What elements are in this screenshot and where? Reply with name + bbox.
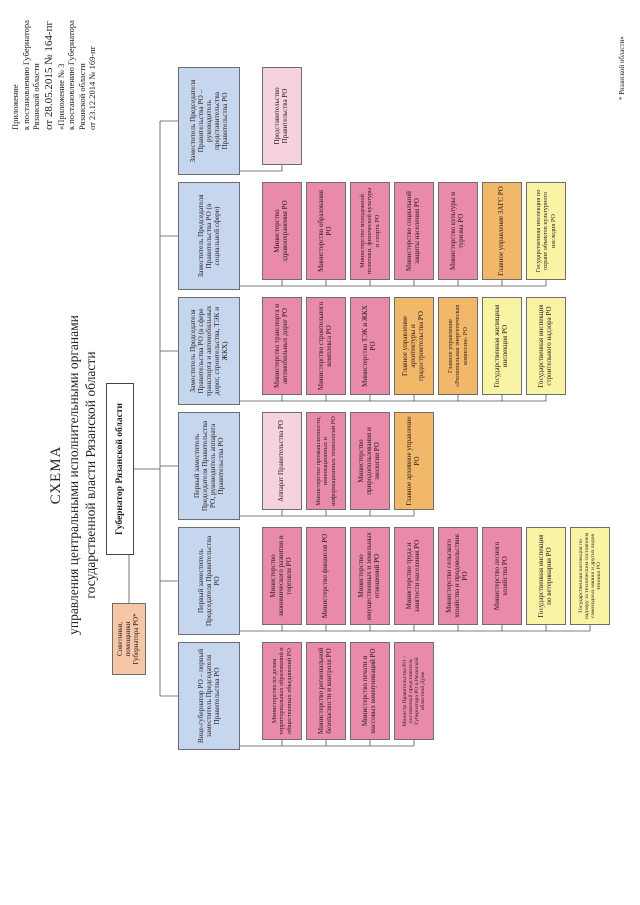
footnote: * Рязанской области» [618,36,626,100]
org-unit-2-0: Аппарат Правительства РО [262,412,302,510]
org-unit-1-4: Министерство сельского хозяйства и продо… [438,527,478,625]
org-unit-3-3: Главное управление архитектуры и градост… [394,297,434,395]
org-unit-4-6: Государственная инспекция по охране объе… [526,182,566,280]
advisors-box: Советники, помощники Губернатора РО* [112,603,146,675]
org-unit-4-5: Главное управление ЗАГС РО [482,182,522,280]
header-line-7: Рязанской области [76,63,87,130]
header-line-2: к постановлению Губернатора [20,20,31,130]
org-unit-1-3: Министерство труда и занятости населения… [394,527,434,625]
org-unit-3-2: Министерство ТЭК и ЖКХ РО [350,297,390,395]
org-unit-0-2: Министерство печати и массовых коммуника… [350,642,390,740]
column-head-2: Первый заместитель Председателя Правител… [178,412,240,520]
org-unit-1-6: Государственная инспекция по ветеринарии… [526,527,566,625]
org-unit-1-1: Министерство финансов РО [306,527,346,625]
title-line-1: СХЕМА [48,445,64,505]
org-unit-4-4: Министерство культуры и туризма РО [438,182,478,280]
header-line-4: от 28.05.2015 № 164-пг [42,21,55,130]
scheme-title: СХЕМА управления центральными исполнител… [48,245,99,705]
org-unit-1-7: Государственная инспекция по надзору за … [570,527,610,625]
org-unit-3-5: Государственная жилищная инспекция РО [482,297,522,395]
column-head-0: Вице-губернатор РО – первый заместитель … [178,642,240,750]
header-line-8: от 23.12.2014 № 169-пг [87,45,97,130]
org-unit-0-3: Министр Правительства РО – постоянный пр… [394,642,434,740]
org-unit-5-0: Представительство Правительства РО [262,67,302,165]
org-unit-3-0: Министерство транспорта и автомобильных … [262,297,302,395]
header-line-3: Рязанской области [31,63,41,130]
column-head-5: Заместитель Председателя Правительства Р… [178,67,240,175]
org-unit-4-3: Министерство социальной защиты населения… [394,182,434,280]
title-line-3: государственной власти Рязанской области [83,351,98,599]
org-unit-0-1: Министерство региональной безопасности и… [306,642,346,740]
org-unit-3-4: Главное управление «Региональная энергет… [438,297,478,395]
title-line-2: управления центральными исполнительными … [66,315,81,635]
governor-box: Губернатор Рязанской области [106,383,134,555]
org-unit-1-5: Министерство лесного хозяйства РО [482,527,522,625]
org-unit-0-0: Министерство по делам территориальных об… [262,642,302,740]
column-head-1: Первый заместитель Председателя Правител… [178,527,240,635]
appendix-header: Приложение к постановлению Губернатора Р… [10,20,98,130]
org-unit-3-1: Министерство строительного комплекса РО [306,297,346,395]
header-line-6: к постановлению Губернатора [66,20,76,130]
org-unit-2-3: Главное архивное управление РО [394,412,434,510]
org-unit-2-1: Министерство промышленности, инновационн… [306,412,346,510]
org-unit-4-0: Министерство здравоохранения РО [262,182,302,280]
org-unit-1-2: Министерство имущественных и земельных о… [350,527,390,625]
org-unit-4-2: Министерство молодежной политики, физиче… [350,182,390,280]
org-unit-2-2: Министерство природопользования и эколог… [350,412,390,510]
header-line-1: Приложение [10,84,20,130]
org-unit-3-6: Государственная инспекция строительного … [526,297,566,395]
org-unit-4-1: Министерство образования РО [306,182,346,280]
column-head-4: Заместитель Председателя Правительства Р… [178,182,240,290]
header-line-5: «Приложение № 3 [55,63,66,130]
column-head-3: Заместитель Председателя Правительства Р… [178,297,240,405]
org-unit-1-0: Министерство экономического развития и т… [262,527,302,625]
